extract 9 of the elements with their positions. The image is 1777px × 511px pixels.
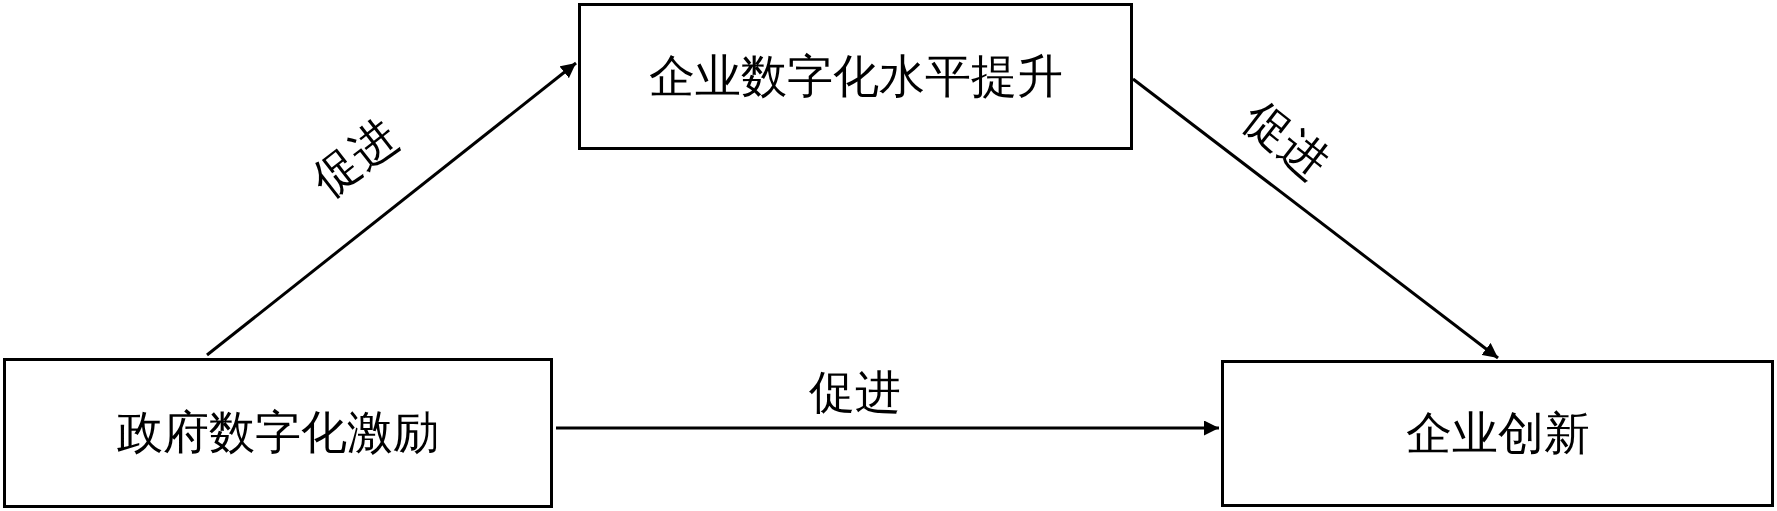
box-label: 企业创新 [1405,404,1590,462]
process-box [578,3,1133,150]
arrow [556,420,1219,436]
box-label: 企业数字化水平提升 [648,47,1063,105]
process-box [3,358,553,508]
process-box [1221,360,1774,507]
arrow [1132,77,1499,360]
arrow [206,61,577,357]
box-label: 政府数字化激励 [117,404,439,461]
